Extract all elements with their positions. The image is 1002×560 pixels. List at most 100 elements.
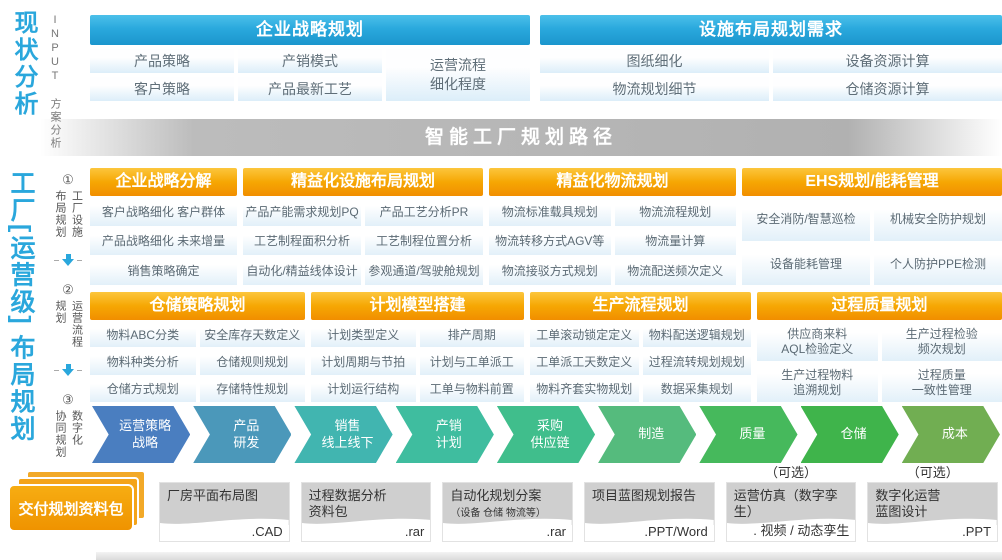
wave-divider	[868, 516, 998, 526]
flow-arrow-operations-strategy: 运营策略 战略	[92, 406, 191, 463]
planning-item: 过程流转规划规划	[642, 350, 751, 375]
file-extension: .PPT/Word	[644, 524, 708, 539]
planning-item: 图纸细化	[540, 49, 769, 73]
step-number: ①	[62, 172, 74, 187]
planning-item: 计划周期与节拍	[311, 350, 416, 375]
planning-item: 物料ABC分类	[90, 323, 196, 348]
optional-label	[159, 464, 290, 482]
deliverable-card-col: 厂房平面布局图 .CAD	[159, 464, 290, 542]
planning-item: 产品产能需求规划PQ	[243, 199, 361, 226]
section-header: 企业战略规划	[90, 15, 530, 45]
banner-smart-factory-path: 智能工厂规划路径	[40, 119, 1002, 156]
card-title: 运营仿真（数字孪生）	[733, 488, 838, 519]
planning-item: 产品最新工艺	[238, 77, 382, 101]
planning-item: 计划类型定义	[311, 323, 416, 348]
step-label: 工厂设施 布局规划	[54, 190, 83, 238]
section-header: 精益化物流规划	[489, 168, 736, 196]
section-lean-facility-layout: 精益化设施布局规划 产品产能需求规划PQ 产品工艺分析PR 工艺制程面积分析 工…	[243, 168, 483, 285]
wave-divider	[726, 516, 856, 526]
card-title: 厂房平面布局图	[167, 488, 259, 503]
section-lean-logistics-planning: 精益化物流规划 物流标准载具规划 物流流程规划 物流转移方式AGV等 物流量计算…	[489, 168, 736, 285]
planning-item: 产品策略	[90, 49, 234, 73]
section-planning-model-building: 计划模型搭建 计划类型定义 排产周期 计划周期与节拍 计划与工单派工 计划运行结…	[311, 292, 524, 402]
planning-item: 物流接驳方式规划	[489, 258, 611, 285]
section-enterprise-strategy-planning: 企业战略规划 产品策略 产销模式 运营流程 细化程度 客户策略 产品最新工艺	[90, 15, 530, 101]
planning-item: 设备能耗管理	[742, 243, 870, 285]
deliverables-label: 交付规划资料包	[8, 484, 134, 532]
planning-item: 数据采集规划	[642, 377, 751, 402]
flow-arrow-manufacturing: 制造	[598, 406, 697, 463]
planning-item: 生产过程检验 频次规划	[881, 323, 1002, 361]
file-extension: .rar	[546, 524, 567, 539]
flow-arrow-production-sales-plan: 产销 计划	[395, 406, 494, 463]
deliverable-card: 过程数据分析 资料包 .rar	[300, 482, 432, 542]
section-header: 生产流程规划	[530, 292, 751, 320]
deliverable-card: 自动化规划分案 （设备 仓储 物流等） .rar	[442, 482, 574, 542]
optional-label	[301, 464, 432, 482]
wave-divider	[443, 516, 573, 526]
flow-arrow-quality: 质量	[699, 406, 798, 463]
step-down-arrow-icon	[54, 364, 82, 376]
card-title: 自动化规划分案	[450, 488, 542, 503]
planning-item: 物料齐套实物规划	[530, 377, 639, 402]
wave-divider	[301, 516, 431, 526]
factory-steps-column: ① 工厂设施 布局规划 ② 运营流程 规划 ③ 数字化 协同规划	[50, 172, 86, 458]
section-header: 企业战略分解	[90, 168, 237, 196]
planning-item: 物流标准载具规划	[489, 199, 611, 226]
step-down-arrow-icon	[54, 254, 82, 266]
step-number: ③	[62, 392, 74, 407]
value-chain-flow: 运营策略 战略 产品 研发 销售 线上线下 产销 计划 采购 供应链 制造 质量…	[92, 406, 1000, 463]
section-header: 精益化设施布局规划	[243, 168, 483, 196]
planning-item: 物流规划细节	[540, 77, 769, 101]
section-production-process-planning: 生产流程规划 工单滚动锁定定义 物料配送逻辑规划 工单派工天数定义 过程流转规划…	[530, 292, 751, 402]
planning-item: 安全消防/智慧巡检	[742, 199, 870, 241]
planning-item: 生产过程物料 追溯规划	[757, 364, 878, 402]
planning-item: 运营流程 细化程度	[386, 49, 530, 101]
step-3: ③ 数字化 协同规划	[52, 392, 85, 458]
planning-item: 工艺制程面积分析	[243, 228, 361, 256]
deliverable-card-col: （可选） 数字化运营 蓝图设计 .PPT	[867, 464, 999, 542]
section-header: 过程质量规划	[757, 292, 1002, 320]
planning-item: 机械安全防护规划	[874, 199, 1002, 241]
planning-item: 产品工艺分析PR	[365, 199, 483, 226]
section-header: EHS规划/能耗管理	[742, 168, 1002, 196]
section-header: 设施布局规划需求	[540, 15, 1002, 45]
file-extension: .rar	[404, 524, 425, 539]
section-enterprise-strategy-decomposition: 企业战略分解 客户战略细化 客户群体 产品战略细化 未来增量 销售策略确定	[90, 168, 237, 285]
flow-arrow-sales: 销售 线上线下	[294, 406, 393, 463]
card-title: 数字化运营 蓝图设计	[875, 488, 941, 519]
deliverables-row: 交付规划资料包 厂房平面布局图 .CAD 过程数据分析 资料包 .rar 自动化…	[8, 464, 999, 542]
flow-arrow-cost: 成本	[901, 406, 1000, 463]
optional-label	[442, 464, 573, 482]
planning-item: 计划运行结构	[311, 377, 416, 402]
section-ehs-energy-management: EHS规划/能耗管理 安全消防/智慧巡检 机械安全防护规划 设备能耗管理 个人防…	[742, 168, 1002, 285]
planning-item: 个人防护PPE检测	[874, 243, 1002, 285]
card-subtitle: （设备 仓储 物流等）	[450, 507, 546, 519]
planning-item: 产销模式	[238, 49, 382, 73]
card-title: 过程数据分析 资料包	[308, 488, 387, 519]
flow-arrow-warehouse: 仓储	[800, 406, 899, 463]
planning-item: 供应商来料 AQL检验定义	[757, 323, 878, 361]
section-header: 计划模型搭建	[311, 292, 524, 320]
step-1: ① 工厂设施 布局规划	[52, 172, 85, 238]
section-process-quality-planning: 过程质量规划 供应商来料 AQL检验定义 生产过程检验 频次规划 生产过程物料 …	[757, 292, 1002, 402]
planning-item: 物料配送逻辑规划	[642, 323, 751, 348]
optional-label: （可选）	[906, 465, 959, 480]
deliverable-card: 运营仿真（数字孪生） . 视频 / 动态孪生	[725, 482, 857, 542]
section-header: 仓储策略规划	[90, 292, 305, 320]
planning-item: 过程质量 一致性管理	[881, 364, 1002, 402]
planning-item: 客户战略细化 客户群体	[90, 199, 237, 226]
planning-item: 仓储资源计算	[773, 77, 1002, 101]
section-warehouse-strategy-planning: 仓储策略规划 物料ABC分类 安全库存天数定义 物料种类分析 仓储规则规划 仓储…	[90, 292, 305, 402]
step-label: 运营流程 规划	[54, 300, 83, 348]
factory-layout-title: 工厂[运营级] 布局规划	[7, 170, 35, 443]
planning-item: 物流流程规划	[614, 199, 736, 226]
flow-arrow-product-rd: 产品 研发	[193, 406, 292, 463]
deliverable-card-col: 项目蓝图规划报告 .PPT/Word	[584, 464, 715, 542]
section-facility-layout-requirements: 设施布局规划需求 图纸细化 设备资源计算 物流规划细节 仓储资源计算	[540, 15, 1002, 101]
deliverable-card-col: 自动化规划分案 （设备 仓储 物流等） .rar	[442, 464, 574, 542]
step-number: ②	[62, 282, 74, 297]
planning-item: 销售策略确定	[90, 258, 237, 285]
planning-item: 计划与工单派工	[419, 350, 524, 375]
planning-item: 仓储规则规划	[199, 350, 305, 375]
